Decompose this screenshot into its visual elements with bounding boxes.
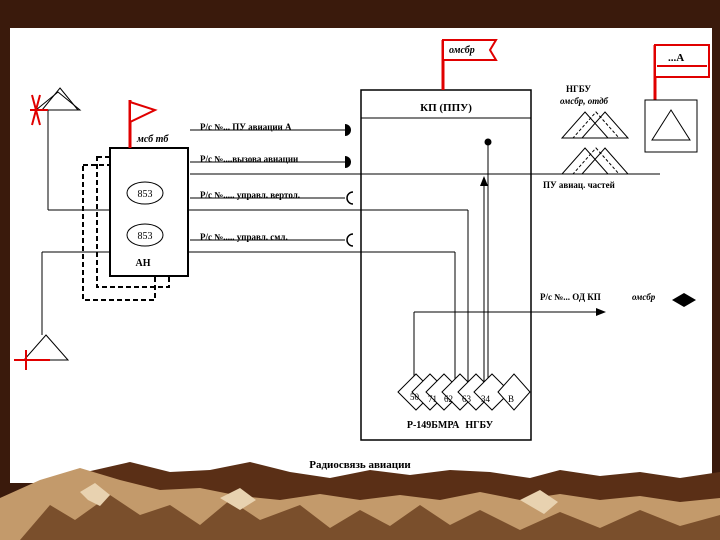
left-unit-label: АН	[136, 258, 151, 269]
od-label: Р/с №... ОД КП	[540, 292, 601, 302]
channel-label: 63	[462, 394, 472, 404]
connector-symbols	[345, 124, 354, 247]
od-unit-label: омсбр	[632, 292, 656, 302]
radio-1-icon	[126, 181, 164, 205]
left-unit: 853 853 АН	[82, 147, 189, 301]
link-label-3: Р/с №..... управл. вертол.	[200, 190, 300, 200]
connector-filled-icon	[345, 124, 351, 136]
channel-label: В	[508, 394, 514, 404]
station-antenna-group	[397, 373, 531, 411]
mountain-range-decoration	[0, 462, 720, 540]
link-labels: Р/с №... ПУ авиации А Р/с №....вызова ав…	[200, 122, 300, 242]
link-label-1: Р/с №... ПУ авиации А	[200, 122, 292, 132]
radio-1-label: 853	[138, 189, 153, 200]
link-label-4: Р/с №..... управл. смл.	[200, 232, 288, 242]
flag-left: мсб тб	[128, 100, 169, 148]
antenna-top-left	[30, 87, 82, 126]
arrow-right-icon	[596, 308, 606, 316]
diagram-caption: Радиосвязь авиации	[309, 459, 411, 471]
flag-left-label: мсб тб	[136, 134, 169, 145]
channel-label: 71	[428, 394, 437, 404]
connector-open-icon	[346, 233, 354, 247]
connector-open-icon	[346, 191, 354, 205]
od-diamond-icon	[672, 293, 696, 307]
channel-label: 34	[481, 394, 491, 404]
ngbu-label: НГБУ	[566, 84, 591, 94]
arrow-up-icon	[480, 176, 488, 186]
ngbu-sub-label: омсбр, отдб	[560, 96, 609, 106]
radio-2-icon	[126, 223, 164, 247]
command-post-title: КП (ППУ)	[420, 102, 472, 114]
connector-filled-icon	[345, 156, 351, 168]
pu-label: ПУ авиац. частей	[543, 180, 615, 190]
antenna-bottom-left	[14, 334, 70, 370]
flag-right: ...А	[644, 44, 710, 153]
channel-label: 62	[444, 394, 453, 404]
radio-2-label: 853	[138, 231, 153, 242]
od-kp: Р/с №... ОД КП омсбр	[540, 292, 696, 307]
flag-right-label: ...А	[668, 52, 684, 64]
junction-dot-icon	[484, 138, 492, 146]
flag-center-label: омсбр	[449, 45, 475, 56]
channel-label: 50	[410, 392, 420, 402]
right-ngbu: НГБУ омсбр, отдб ПУ авиац. частей	[543, 84, 630, 190]
flag-center: омсбр	[441, 39, 498, 90]
link-label-2: Р/с №....вызова авиации	[200, 154, 298, 164]
